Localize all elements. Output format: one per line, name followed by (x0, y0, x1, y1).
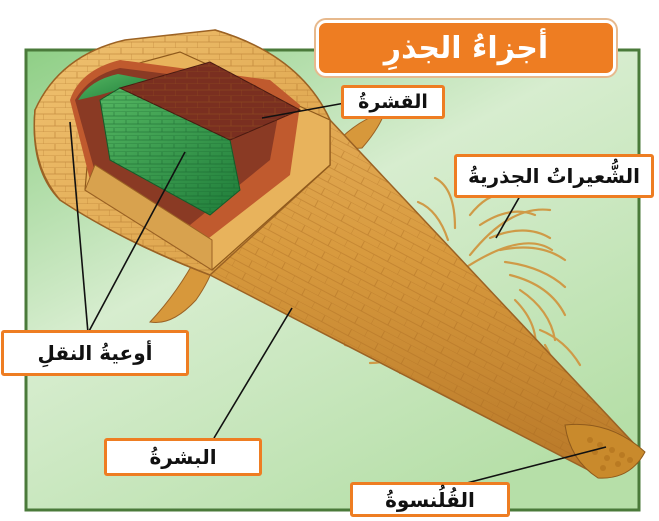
label-epidermis: البشرةُ (104, 438, 262, 476)
label-root-hairs: الشُّعيراتُ الجذريةُ (454, 154, 654, 198)
diagram-title-box: أجزاءُ الجذرِ (316, 20, 616, 76)
label-root-cap: القُلُنسوةُ (350, 482, 510, 517)
label-transport-vessels: أوعيةُ النقلِ (1, 330, 189, 376)
label-cortex: القشرةُ (341, 85, 445, 119)
diagram-title: أجزاءُ الجذرِ (384, 31, 548, 66)
